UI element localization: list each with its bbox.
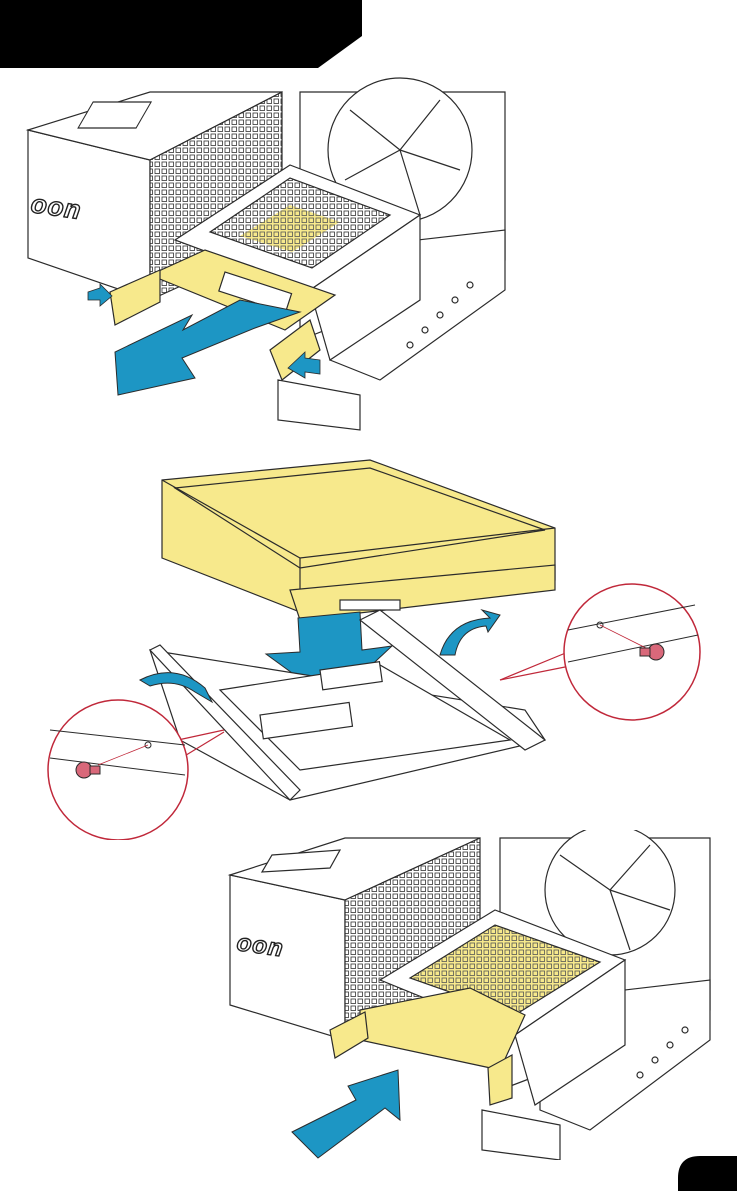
step1-illustration: oon — [0, 0, 737, 440]
case-foot — [482, 1110, 560, 1160]
push-latch-left-arrow — [88, 284, 112, 306]
step3-illustration: oon — [0, 830, 737, 1160]
push-in-arrow — [292, 1070, 400, 1158]
pull-out-arrow — [115, 300, 300, 395]
rotate-right-arrow — [440, 610, 500, 655]
case-foot — [278, 380, 360, 430]
page-number-tab — [678, 1156, 737, 1191]
step2-illustration — [0, 440, 737, 840]
hard-drive — [162, 460, 555, 620]
screw-detail-right — [500, 584, 700, 720]
